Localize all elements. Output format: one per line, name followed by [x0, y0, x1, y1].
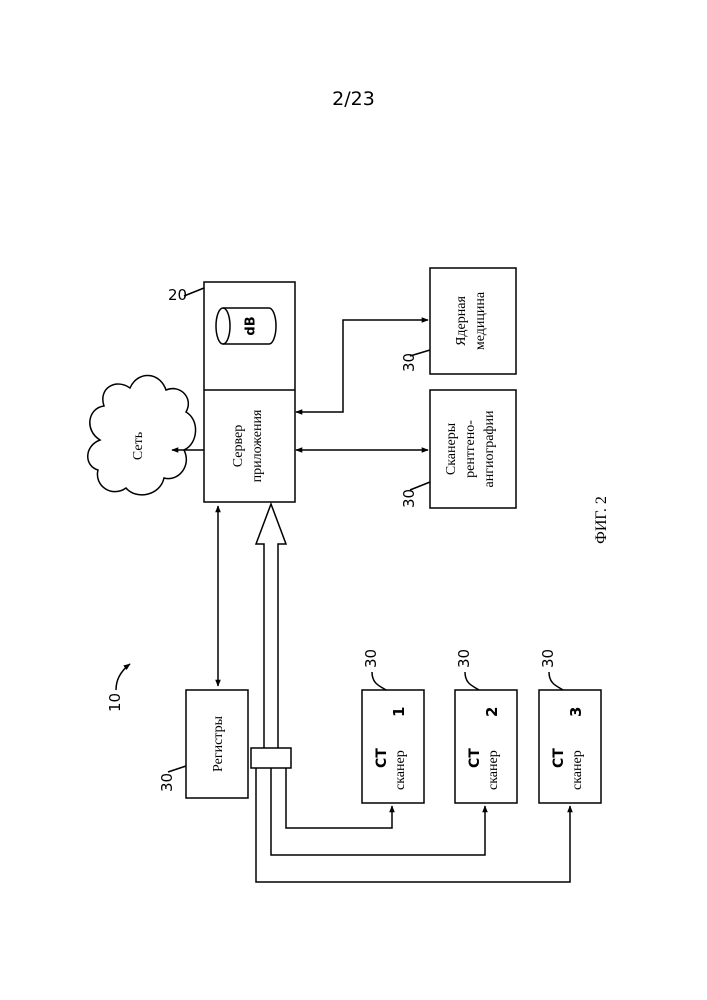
xray-ref: 30	[400, 489, 418, 508]
server-label-line2: приложения	[250, 409, 265, 482]
registers-label: Регистры	[211, 715, 226, 772]
network-cloud: Сеть	[88, 375, 196, 494]
xray-ref-leader	[410, 482, 430, 490]
ct2-number: 2	[483, 707, 501, 717]
nuclear-line1: Ядерная	[454, 296, 469, 346]
xray-line2: рентгено-	[463, 420, 478, 478]
ct2-subtitle: сканер	[486, 750, 501, 790]
ct1-number: 1	[390, 707, 408, 717]
figure-label: ФИГ. 2	[593, 496, 610, 544]
database-label: dB	[244, 316, 259, 335]
ct3-number: 3	[567, 707, 585, 717]
xray-line3: ангиографии	[482, 410, 497, 487]
ct3-ref: 30	[539, 649, 557, 668]
system-ref: 10	[106, 693, 124, 712]
ct1-ref: 30	[362, 649, 380, 668]
server-label-line1: Сервер	[231, 425, 246, 467]
xray-line1: Сканеры	[444, 422, 459, 475]
registers-ref-leader	[168, 766, 186, 772]
registers-ref: 30	[158, 773, 176, 792]
data-bus-arrow	[256, 504, 286, 748]
ct1-title: CT	[374, 748, 390, 768]
xray-angiography-box: Сканеры рентгено- ангиографии	[430, 390, 516, 508]
registers-box: Регистры	[186, 690, 248, 798]
nuclear-ref: 30	[400, 353, 418, 372]
ct3-subtitle: сканер	[570, 750, 585, 790]
ct2-title: CT	[467, 748, 483, 768]
bus-connector	[251, 748, 291, 768]
ct1-subtitle: сканер	[393, 750, 408, 790]
system-ref-arrow	[116, 664, 130, 690]
nuclear-line2: медицина	[473, 291, 488, 350]
ct3-title: CT	[551, 748, 567, 768]
cloud-label: Сеть	[131, 432, 146, 460]
ct2-ref: 30	[455, 649, 473, 668]
application-server: dB Сервер приложения	[204, 282, 295, 502]
ct2-ref-leader	[465, 672, 479, 690]
ct1-ref-leader	[372, 672, 386, 690]
ct3-ref-leader	[549, 672, 563, 690]
ct-scanner-3: CT сканер 3	[539, 690, 601, 803]
ct-scanner-1: CT сканер 1	[362, 690, 424, 803]
nuclear-medicine-box: Ядерная медицина	[430, 268, 516, 374]
ct-scanner-2: CT сканер 2	[455, 690, 517, 803]
server-ref: 20	[168, 286, 187, 304]
